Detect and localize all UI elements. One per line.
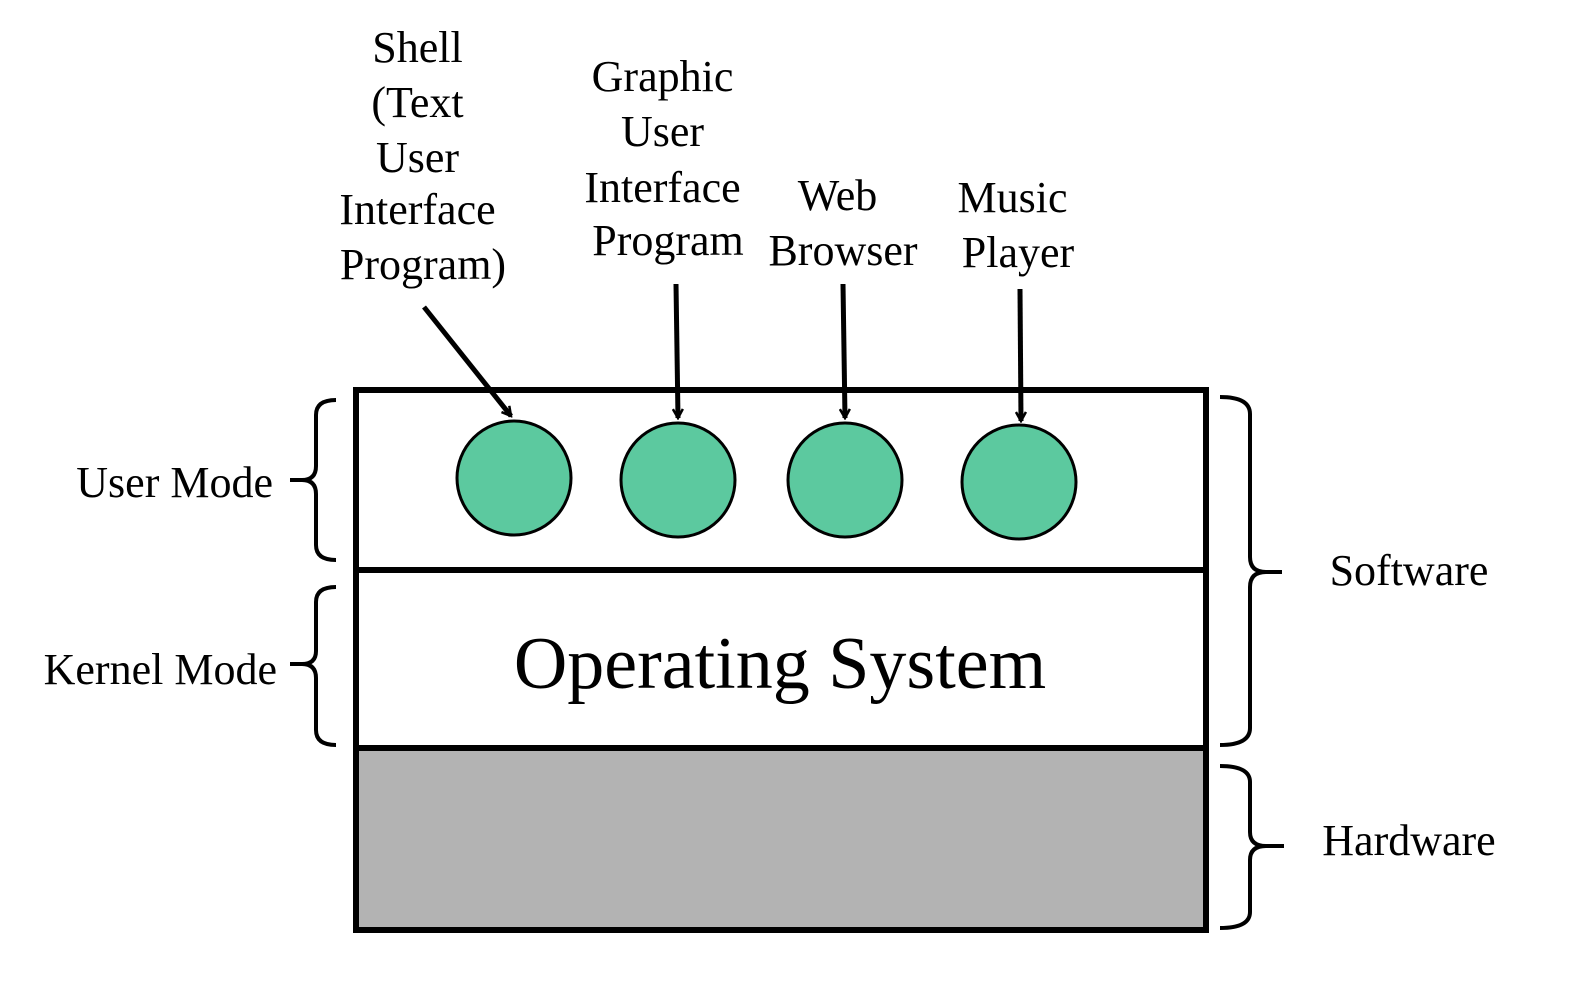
- process-circle-music-player: [960, 423, 1078, 541]
- arrow-web-browser: [843, 283, 845, 418]
- kernel-mode-layer: [353, 567, 1209, 751]
- software-label: Software: [1330, 546, 1489, 595]
- program-label-web-browser: Web Browser: [768, 171, 917, 275]
- program-label-music-player: Music Player: [958, 173, 1079, 277]
- hardware-label: Hardware: [1322, 816, 1495, 865]
- user-mode-label: User Mode: [76, 458, 273, 507]
- operating-system-label: Operating System: [514, 623, 1046, 705]
- program-label-gui: Graphic User Interface Program: [584, 52, 751, 265]
- program-label-shell: Shell (Text User Interface Program): [339, 23, 506, 289]
- arrow-shell: [422, 305, 513, 416]
- process-circle-shell: [455, 419, 573, 537]
- arrow-music-player: [1020, 288, 1021, 421]
- hardware-layer: [353, 745, 1209, 933]
- process-circle-web-browser: [786, 421, 904, 539]
- brace-hardware: [1219, 764, 1284, 930]
- arrow-gui: [676, 283, 678, 418]
- kernel-mode-label: Kernel Mode: [44, 645, 277, 694]
- brace-user-mode: [290, 398, 337, 562]
- process-circle-gui: [619, 421, 737, 539]
- brace-kernel-mode: [290, 585, 337, 747]
- brace-software: [1219, 395, 1282, 747]
